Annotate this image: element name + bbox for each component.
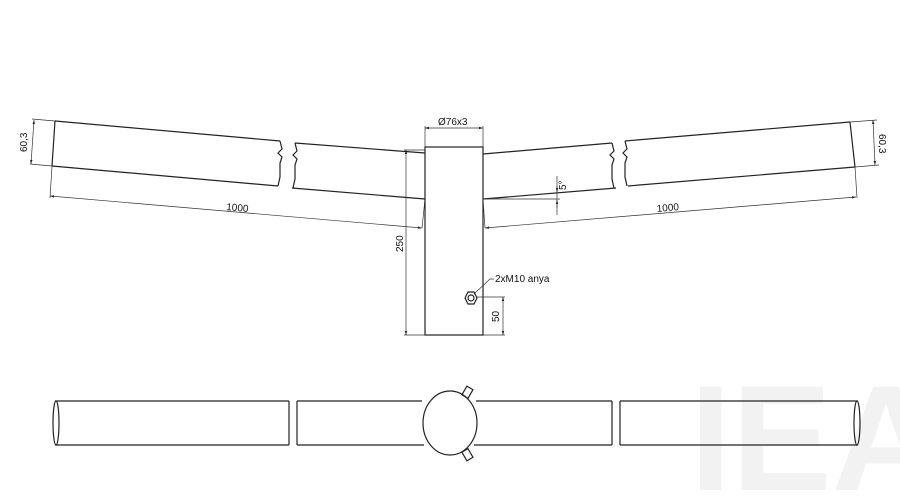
left-arm-length-label: 1000 [226,202,250,215]
right-arm-length-dimension: 1000 [482,166,858,229]
right-arm-diameter-dimension: 60,3 [849,119,887,168]
post-cross-section [422,390,478,456]
top-view [52,385,861,462]
post-diameter-dimension: Ø76x3 [424,117,484,147]
angle-label: 5° [558,180,569,190]
watermark: IEA [690,354,900,500]
angle-dimension: 5° [483,176,569,215]
right-arm-length-label: 1000 [656,202,680,215]
bolt-bottom [461,447,474,462]
right-arm-diameter-label: 60,3 [876,134,887,154]
bolt-top [461,385,474,400]
post [424,146,484,336]
nut-offset-label: 50 [491,310,502,322]
left-arm-length-dimension: 1000 [49,165,426,229]
left-arm [51,120,426,200]
nut-label: 2xM10 anya [495,274,550,285]
left-arm-diameter-dimension: 60,3 [19,118,56,167]
left-arm-diameter-label: 60,3 [19,132,30,152]
nut-offset-dimension: 50 [477,296,505,336]
break-mark [277,140,298,189]
post-diameter-label: Ø76x3 [438,117,468,128]
nut-callout: 2xM10 anya [473,274,550,295]
post-height-label: 250 [395,235,406,252]
right-arm [482,121,856,200]
post-height-dimension: 250 [395,149,425,336]
nut-icon [464,291,478,305]
